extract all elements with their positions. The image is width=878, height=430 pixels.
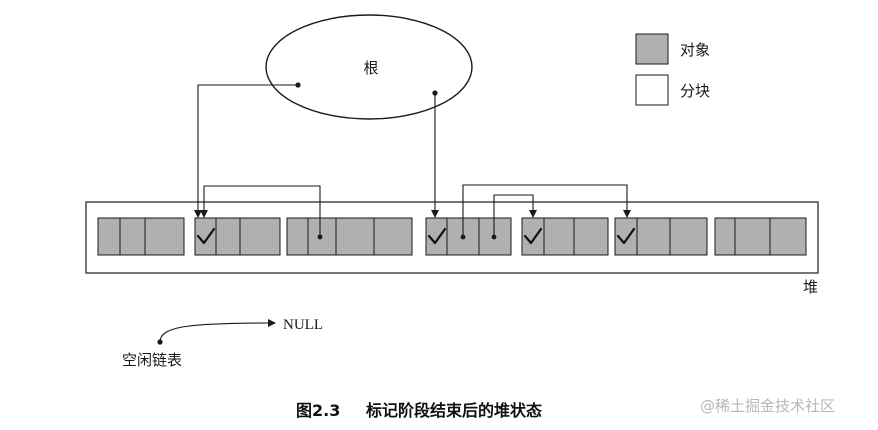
legend-chunk-label: 分块 bbox=[680, 82, 710, 100]
free-list-label: 空闲链表 bbox=[122, 351, 182, 369]
root-set: 根 bbox=[265, 14, 473, 120]
figure-title: 标记阶段结束后的堆状态 bbox=[365, 401, 542, 420]
object-ref-arrow bbox=[462, 184, 631, 237]
heap-object-6 bbox=[614, 217, 708, 256]
heap-object-3 bbox=[286, 217, 413, 256]
null-label: NULL bbox=[283, 317, 323, 333]
object-ref-arrow bbox=[493, 194, 537, 237]
legend-object-label: 对象 bbox=[680, 41, 710, 59]
heap-object-7 bbox=[714, 217, 807, 256]
checkmark-icon bbox=[196, 227, 216, 245]
heap-object-1 bbox=[97, 217, 185, 256]
reference-arrows bbox=[194, 84, 631, 237]
root-ellipse bbox=[265, 14, 473, 120]
figure-number: 图2.3 bbox=[296, 401, 340, 420]
object-ref-arrow bbox=[200, 185, 321, 237]
free-list-arrow bbox=[159, 319, 276, 343]
free-list: NULL 空闲链表 bbox=[122, 317, 323, 369]
heap-label: 堆 bbox=[803, 278, 818, 296]
root-ref-arrow bbox=[194, 84, 298, 218]
root-label: 根 bbox=[363, 59, 378, 77]
figure-caption: 图2.3 标记阶段结束后的堆状态 bbox=[296, 401, 542, 420]
checkmark-icon bbox=[427, 227, 447, 245]
checkmark-icon bbox=[523, 227, 543, 245]
legend-chunk-swatch bbox=[635, 74, 669, 106]
legend: 对象 分块 bbox=[635, 33, 710, 106]
legend-object-swatch bbox=[635, 33, 669, 65]
watermark: @稀土掘金技术社区 bbox=[700, 397, 835, 415]
checkmark-icon bbox=[616, 227, 636, 245]
